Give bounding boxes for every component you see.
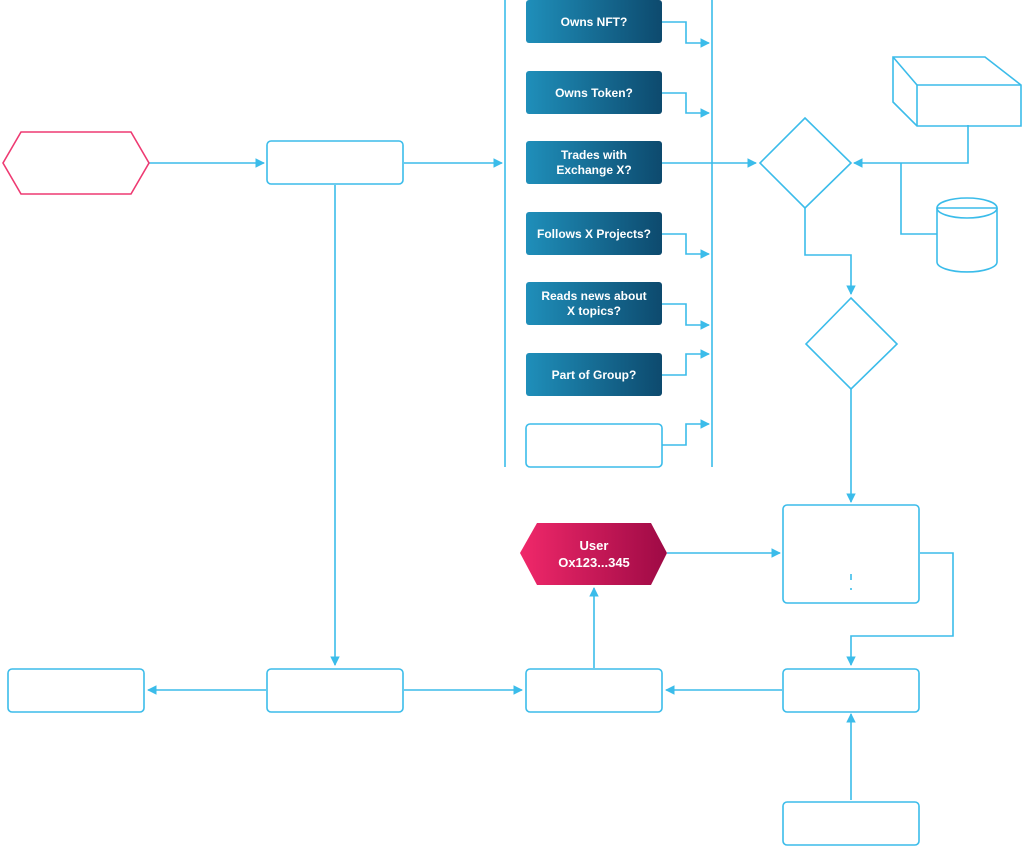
connector [662, 303, 710, 330]
criteria-label-line1: Reads news about [541, 289, 646, 303]
connector [900, 163, 937, 235]
criteria-item: Reads news about X topics? [526, 282, 662, 325]
connector [662, 419, 710, 446]
user-label: User [580, 538, 609, 553]
connector [846, 552, 954, 666]
criteria-item: Follows X Projects? [526, 212, 662, 255]
criteria-item: Owns Token? [526, 71, 662, 114]
process-box [782, 801, 920, 846]
connector [853, 125, 969, 168]
start-hexagon [2, 131, 150, 195]
user-address: Ox123...345 [558, 555, 630, 570]
database-icon [936, 197, 998, 273]
criteria-box-empty [525, 423, 663, 468]
connector [804, 208, 856, 295]
criteria-label: Follows X Projects? [537, 227, 651, 241]
criteria-label: Part of Group? [552, 368, 637, 382]
process-box [525, 668, 663, 713]
criteria-item: Trades with Exchange X? [526, 141, 662, 184]
decision-diamond [804, 296, 899, 391]
criteria-label: Owns NFT? [561, 15, 628, 29]
process-box [266, 668, 404, 713]
connector [662, 92, 710, 118]
connector [662, 21, 710, 48]
process-box [266, 140, 404, 185]
criteria-item: Part of Group? [526, 353, 662, 396]
connector [662, 349, 710, 376]
criteria-list: Owns NFT? Owns Token? Trades with Exchan… [526, 0, 662, 396]
user-node: User Ox123...345 [520, 523, 667, 585]
process-box [7, 668, 145, 713]
criteria-label: Owns Token? [555, 86, 633, 100]
connector [662, 233, 710, 259]
criteria-label-line2: X topics? [567, 304, 621, 318]
criteria-label-line2: Exchange X? [556, 163, 631, 177]
process-box [782, 668, 920, 713]
server-box-icon [892, 56, 1022, 127]
criteria-label-line1: Trades with [561, 148, 627, 162]
decision-diamond [758, 116, 853, 210]
process-box-large [782, 504, 920, 604]
criteria-item: Owns NFT? [526, 0, 662, 43]
